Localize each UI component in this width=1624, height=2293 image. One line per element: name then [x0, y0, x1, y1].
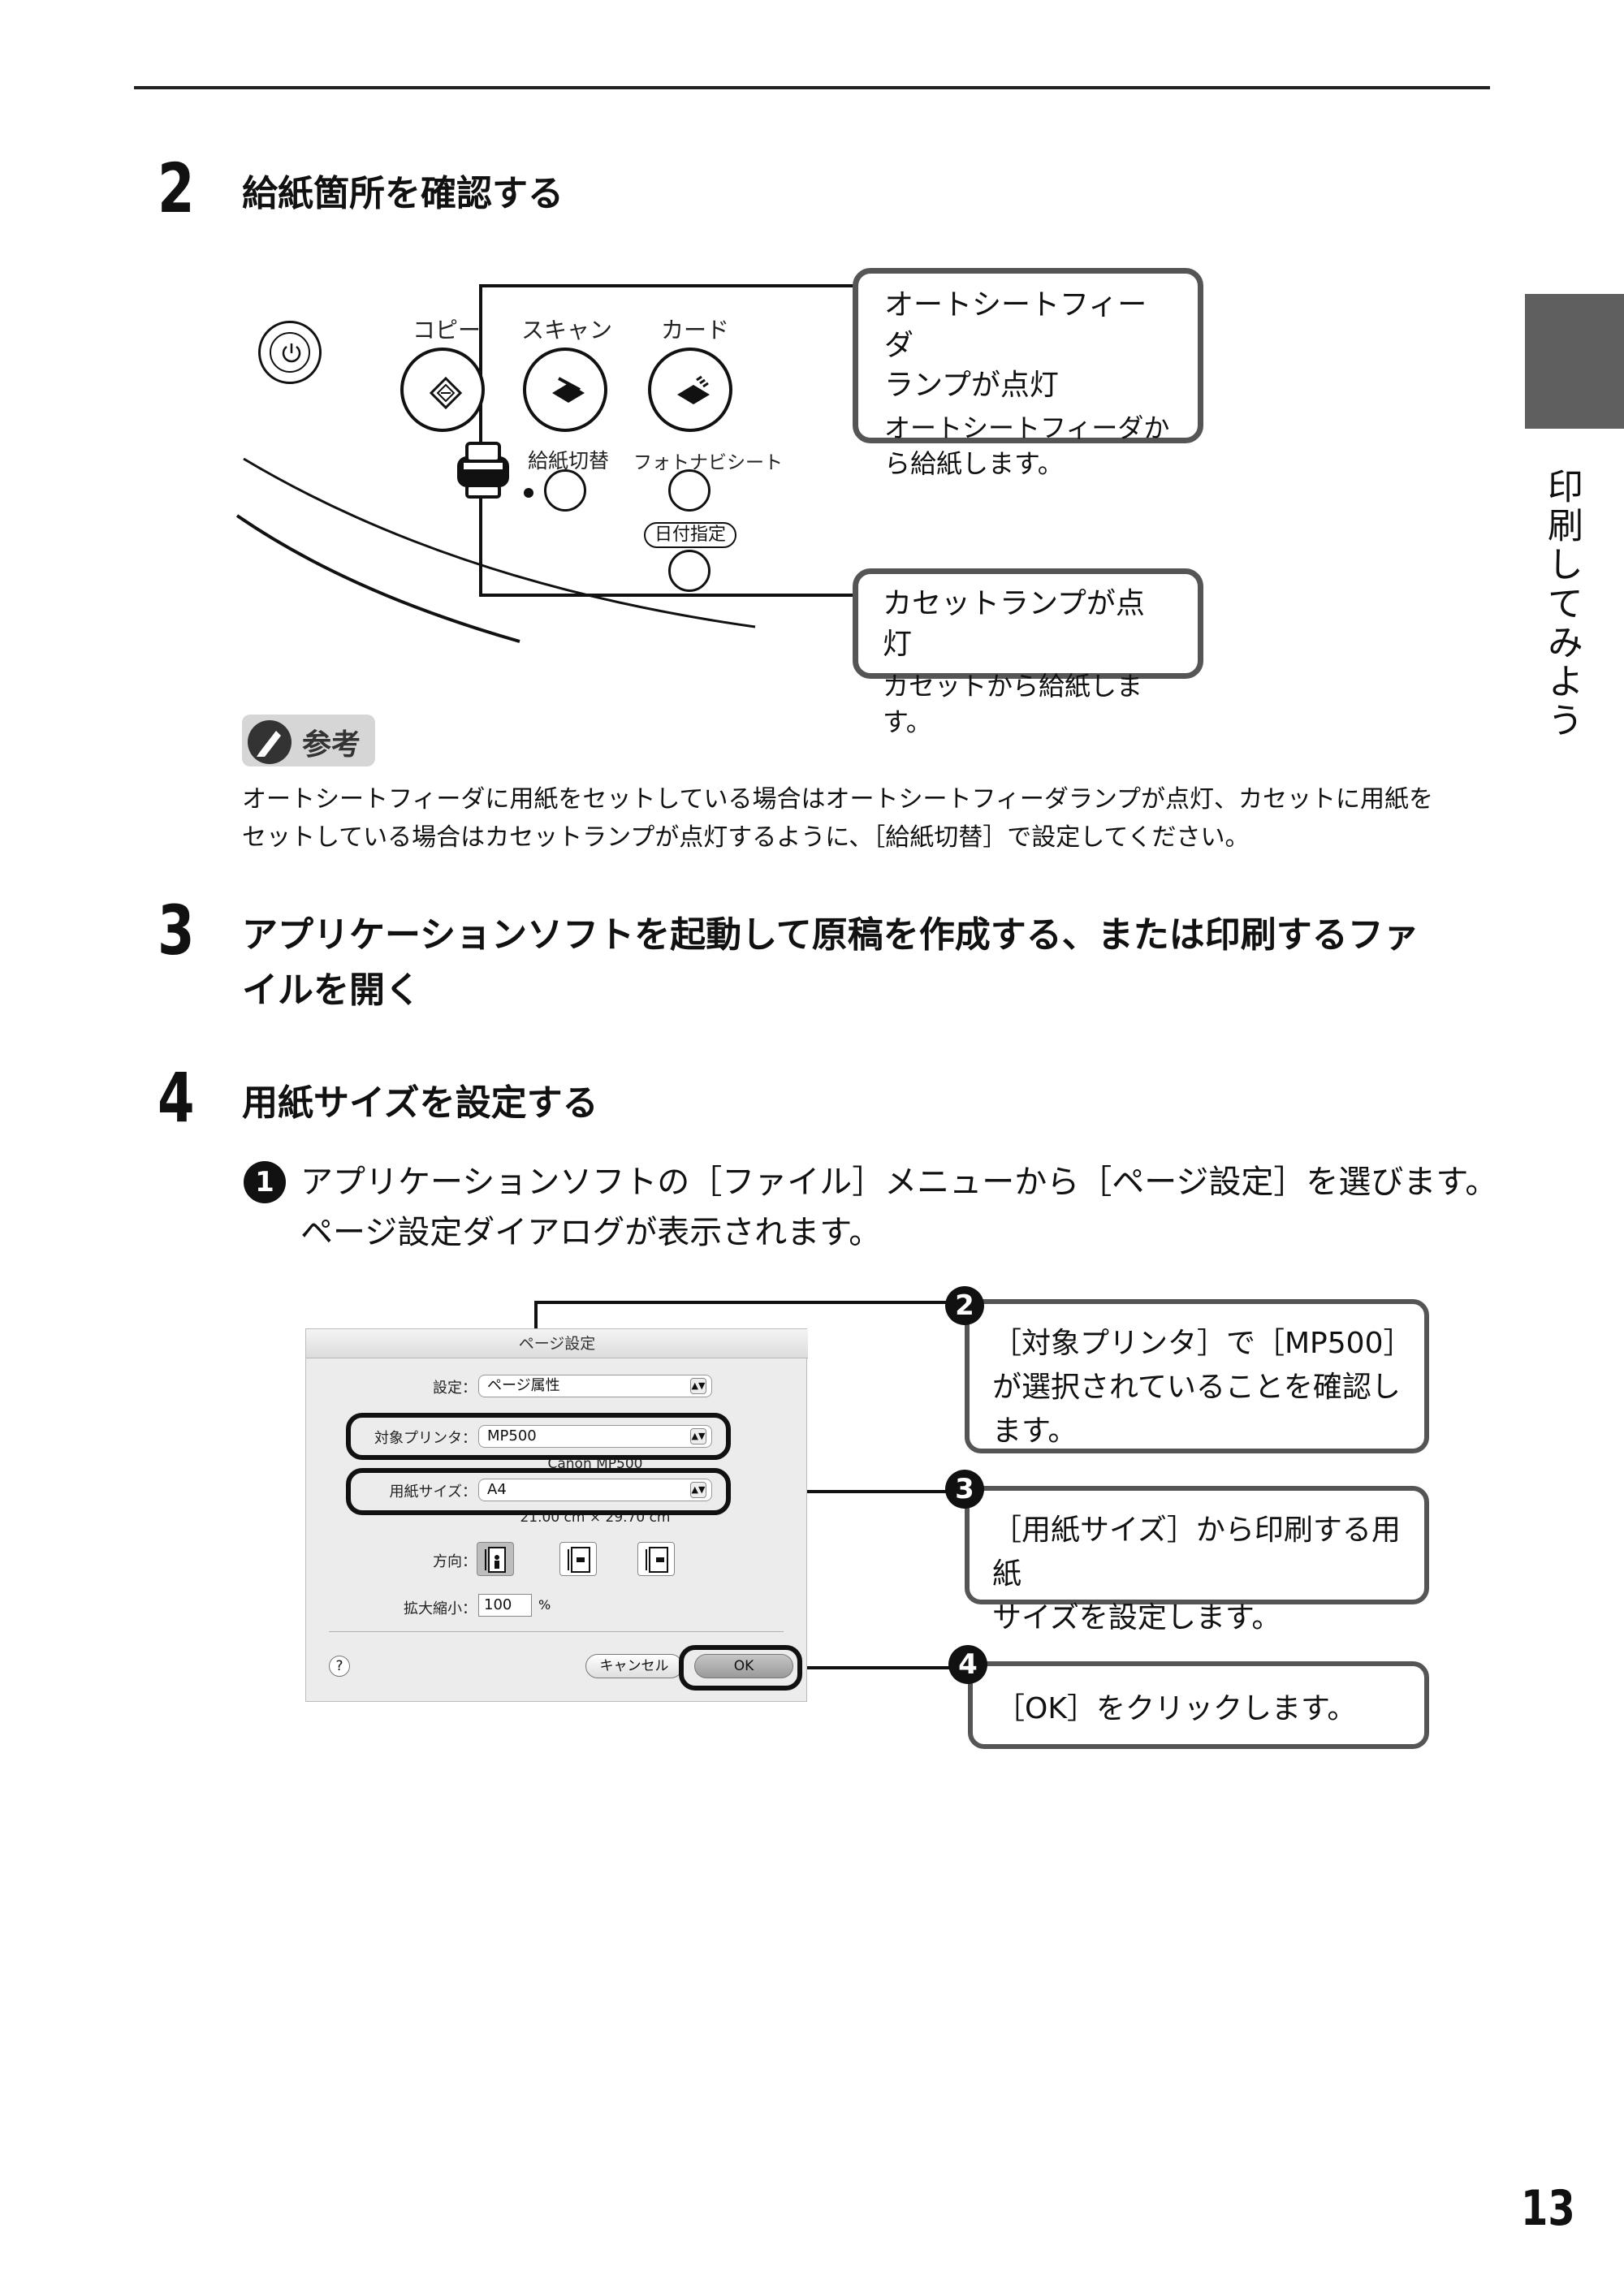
- substep-1-badge: 1: [244, 1161, 286, 1203]
- date-label: 日付指定: [644, 522, 736, 548]
- orientation-label: 方向：: [433, 1553, 477, 1570]
- substep-1-line-1: アプリケーションソフトの［ファイル］メニューから［ページ設定］を選びます。: [300, 1164, 1498, 1201]
- card-label: カード: [661, 317, 730, 343]
- step-3-title-line-1: アプリケーションソフトを起動して原稿を作成する、または印刷するファ: [242, 914, 1419, 956]
- callout-cassette-lamp: カセットランプが点灯 カセットから給紙します。: [853, 568, 1203, 737]
- panel-curves: [235, 284, 854, 643]
- orientation-portrait-button[interactable]: [477, 1542, 514, 1576]
- step-3-title-line-2: イルを開く: [242, 969, 421, 1012]
- feed-lamp-dot: [524, 488, 533, 498]
- scan-icon: [552, 377, 585, 403]
- settings-value: ページ属性: [487, 1377, 560, 1394]
- settings-label: 設定：: [433, 1380, 477, 1397]
- power-icon: [282, 343, 301, 363]
- note-line-2: セットしている場合はカセットランプが点灯するように、［給紙切替］で設定してくださ…: [242, 823, 1250, 852]
- settings-select[interactable]: ページ属性 ▲▼: [478, 1375, 712, 1397]
- step-2-number: 2: [158, 149, 195, 228]
- substep-1-text: アプリケーションソフトの［ファイル］メニューから［ページ設定］を選びます。 ペー…: [300, 1157, 1497, 1258]
- callout-badge-4: 4: [948, 1645, 987, 1684]
- callout-cassette-head: カセットランプが点灯: [883, 587, 1145, 661]
- cancel-button[interactable]: キャンセル: [585, 1654, 683, 1678]
- chapter-title: 印刷してみよう: [1541, 468, 1583, 741]
- step-4-title: 用紙サイズを設定する: [242, 1082, 598, 1124]
- callout-cassette-body: カセットから給紙します。: [883, 671, 1143, 737]
- callout-badge-2: 2: [945, 1286, 984, 1325]
- copy-button[interactable]: [400, 348, 485, 432]
- callout-badge-3: 3: [945, 1470, 984, 1509]
- ok-button[interactable]: OK: [694, 1654, 793, 1678]
- note-badge-label: 参考: [302, 728, 361, 762]
- callout-asf-head-1: オートシートフィーダ: [884, 288, 1147, 362]
- step-3-number: 3: [158, 891, 195, 970]
- scale-input[interactable]: 100: [478, 1594, 532, 1617]
- paper-size-label: 用紙サイズ：: [389, 1483, 477, 1501]
- paper-size-select[interactable]: A4 ▲▼: [478, 1479, 712, 1501]
- scale-unit: %: [538, 1597, 551, 1613]
- step-2-title: 給紙箇所を確認する: [242, 173, 564, 214]
- callout-asf-body-2: ら給紙します。: [884, 447, 1064, 479]
- paper-size-highlight: [346, 1468, 731, 1515]
- power-button-inner: [270, 332, 310, 373]
- printer-label: 対象プリンタ：: [374, 1430, 477, 1447]
- ok-highlight: [679, 1645, 802, 1691]
- page-setup-dialog: ページ設定 設定： ページ属性 ▲▼ 対象プリンタ： MP500 ▲▼ Cano…: [305, 1328, 808, 1702]
- feed-switch-button[interactable]: [544, 469, 586, 512]
- portrait-icon: [485, 1547, 506, 1573]
- photo-navi-button[interactable]: [668, 469, 710, 512]
- callout-paper-size: ［用紙サイズ］から印刷する用紙 サイズを設定します。: [965, 1486, 1429, 1634]
- paper-source-printer-icon: [457, 442, 509, 499]
- paper-size-select-arrow-icon: ▲▼: [690, 1482, 706, 1498]
- callout-ok-line-1: ［OK］をクリックします。: [996, 1692, 1357, 1725]
- substep-1-line-2: ページ設定ダイアログが表示されます。: [300, 1214, 882, 1251]
- settings-select-arrow-icon: ▲▼: [690, 1378, 706, 1394]
- printer-value: MP500: [487, 1427, 537, 1444]
- scale-label: 拡大縮小：: [404, 1600, 477, 1617]
- copy-label: コピー: [412, 317, 482, 343]
- step-4-number: 4: [158, 1058, 195, 1138]
- power-button[interactable]: [258, 321, 322, 384]
- dialog-title: ページ設定: [306, 1329, 808, 1358]
- callout-printer: ［対象プリンタ］で［MP500］ が選択されていることを確認し ます。: [965, 1299, 1429, 1453]
- callout-printer-line-3: ます。: [992, 1414, 1078, 1448]
- photo-navi-label: フォトナビシート: [633, 452, 783, 473]
- reverse-landscape-icon: [646, 1547, 668, 1573]
- pencil-icon: [248, 720, 292, 764]
- note-body: オートシートフィーダに用紙をセットしている場合はオートシートフィーダランプが点灯…: [242, 781, 1509, 857]
- callout-paper-size-line-1: ［用紙サイズ］から印刷する用紙: [992, 1514, 1401, 1591]
- step-3-title: アプリケーションソフトを起動して原稿を作成する、または印刷するファ イルを開く: [242, 908, 1509, 1018]
- page-number: 13: [1521, 2180, 1575, 2237]
- callout-ok: ［OK］をクリックします。: [968, 1661, 1429, 1749]
- card-icon: [677, 375, 710, 404]
- callout-printer-line-2: が選択されていることを確認し: [992, 1371, 1401, 1404]
- date-button[interactable]: [668, 550, 710, 592]
- callout-asf-head-2: ランプが点灯: [884, 369, 1059, 403]
- scan-label: スキャン: [521, 317, 613, 343]
- note-line-1: オートシートフィーダに用紙をセットしている場合はオートシートフィーダランプが点灯…: [242, 785, 1433, 814]
- printer-select-arrow-icon: ▲▼: [690, 1428, 706, 1444]
- scan-button[interactable]: [523, 348, 607, 432]
- callout-paper-size-line-2: サイズを設定します。: [992, 1601, 1281, 1634]
- paper-size-value: A4: [487, 1481, 507, 1498]
- printer-highlight: [346, 1413, 731, 1460]
- help-button[interactable]: ?: [329, 1656, 350, 1677]
- orientation-reverse-landscape-button[interactable]: [637, 1542, 675, 1576]
- callout-asf-body-1: オートシートフィーダか: [884, 412, 1170, 444]
- top-rule: [134, 86, 1490, 89]
- note-badge: 参考: [242, 715, 375, 766]
- orientation-landscape-button[interactable]: [559, 1542, 597, 1576]
- chapter-tab: [1525, 294, 1624, 429]
- card-button[interactable]: [648, 348, 732, 432]
- callout-asf-lamp: オートシートフィーダ ランプが点灯 オートシートフィーダか ら給紙します。: [853, 268, 1203, 479]
- feed-switch-label: 給紙切替: [528, 449, 610, 473]
- landscape-icon: [568, 1547, 590, 1573]
- control-panel-illustration: コピー スキャン カード 給紙切替 フォトナビシート 日付指定: [0, 0, 1624, 731]
- copy-icon: [429, 376, 463, 410]
- callout-printer-line-1: ［対象プリンタ］で［MP500］: [992, 1327, 1413, 1360]
- printer-select[interactable]: MP500 ▲▼: [478, 1425, 712, 1448]
- dialog-divider: [329, 1631, 784, 1632]
